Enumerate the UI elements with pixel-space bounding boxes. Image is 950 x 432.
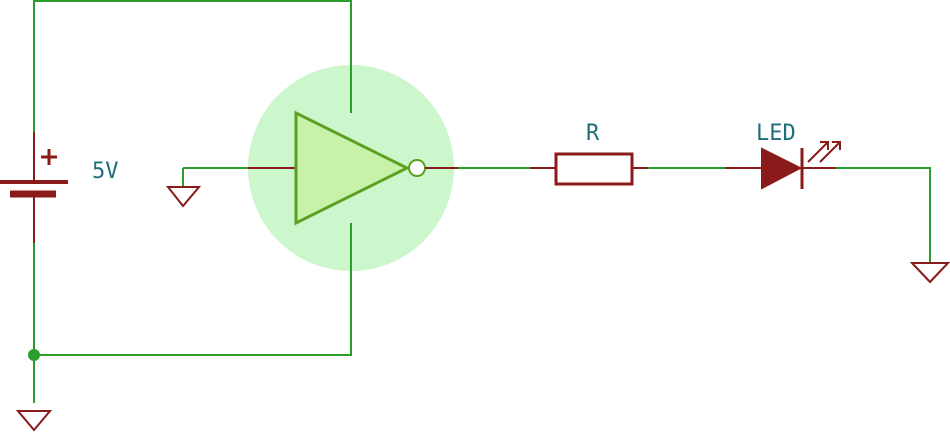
battery-label: 5V — [92, 159, 119, 184]
inverter-gate[interactable] — [248, 110, 458, 226]
gate-triangle — [294, 110, 411, 226]
resistor-symbol[interactable] — [530, 152, 648, 186]
battery-symbol[interactable] — [0, 132, 68, 243]
wire-bottom-loop[interactable] — [34, 223, 352, 356]
wire-top-loop[interactable] — [33, 0, 352, 132]
ground-led[interactable] — [909, 262, 950, 284]
resistor-label: R — [586, 121, 600, 146]
ground-gate-input[interactable] — [165, 186, 202, 208]
light-emission-icon — [807, 141, 841, 163]
led-label: LED — [756, 121, 796, 146]
wire-junction-dot — [28, 349, 40, 361]
wire-led-to-ground[interactable] — [836, 167, 931, 262]
ground-battery[interactable] — [15, 410, 53, 432]
wires — [28, 0, 931, 403]
plus-icon — [41, 149, 57, 165]
led-triangle — [761, 147, 803, 190]
gate-inversion-bubble — [408, 159, 426, 177]
led-symbol[interactable] — [725, 134, 847, 190]
wire-gate-input[interactable] — [182, 167, 248, 186]
